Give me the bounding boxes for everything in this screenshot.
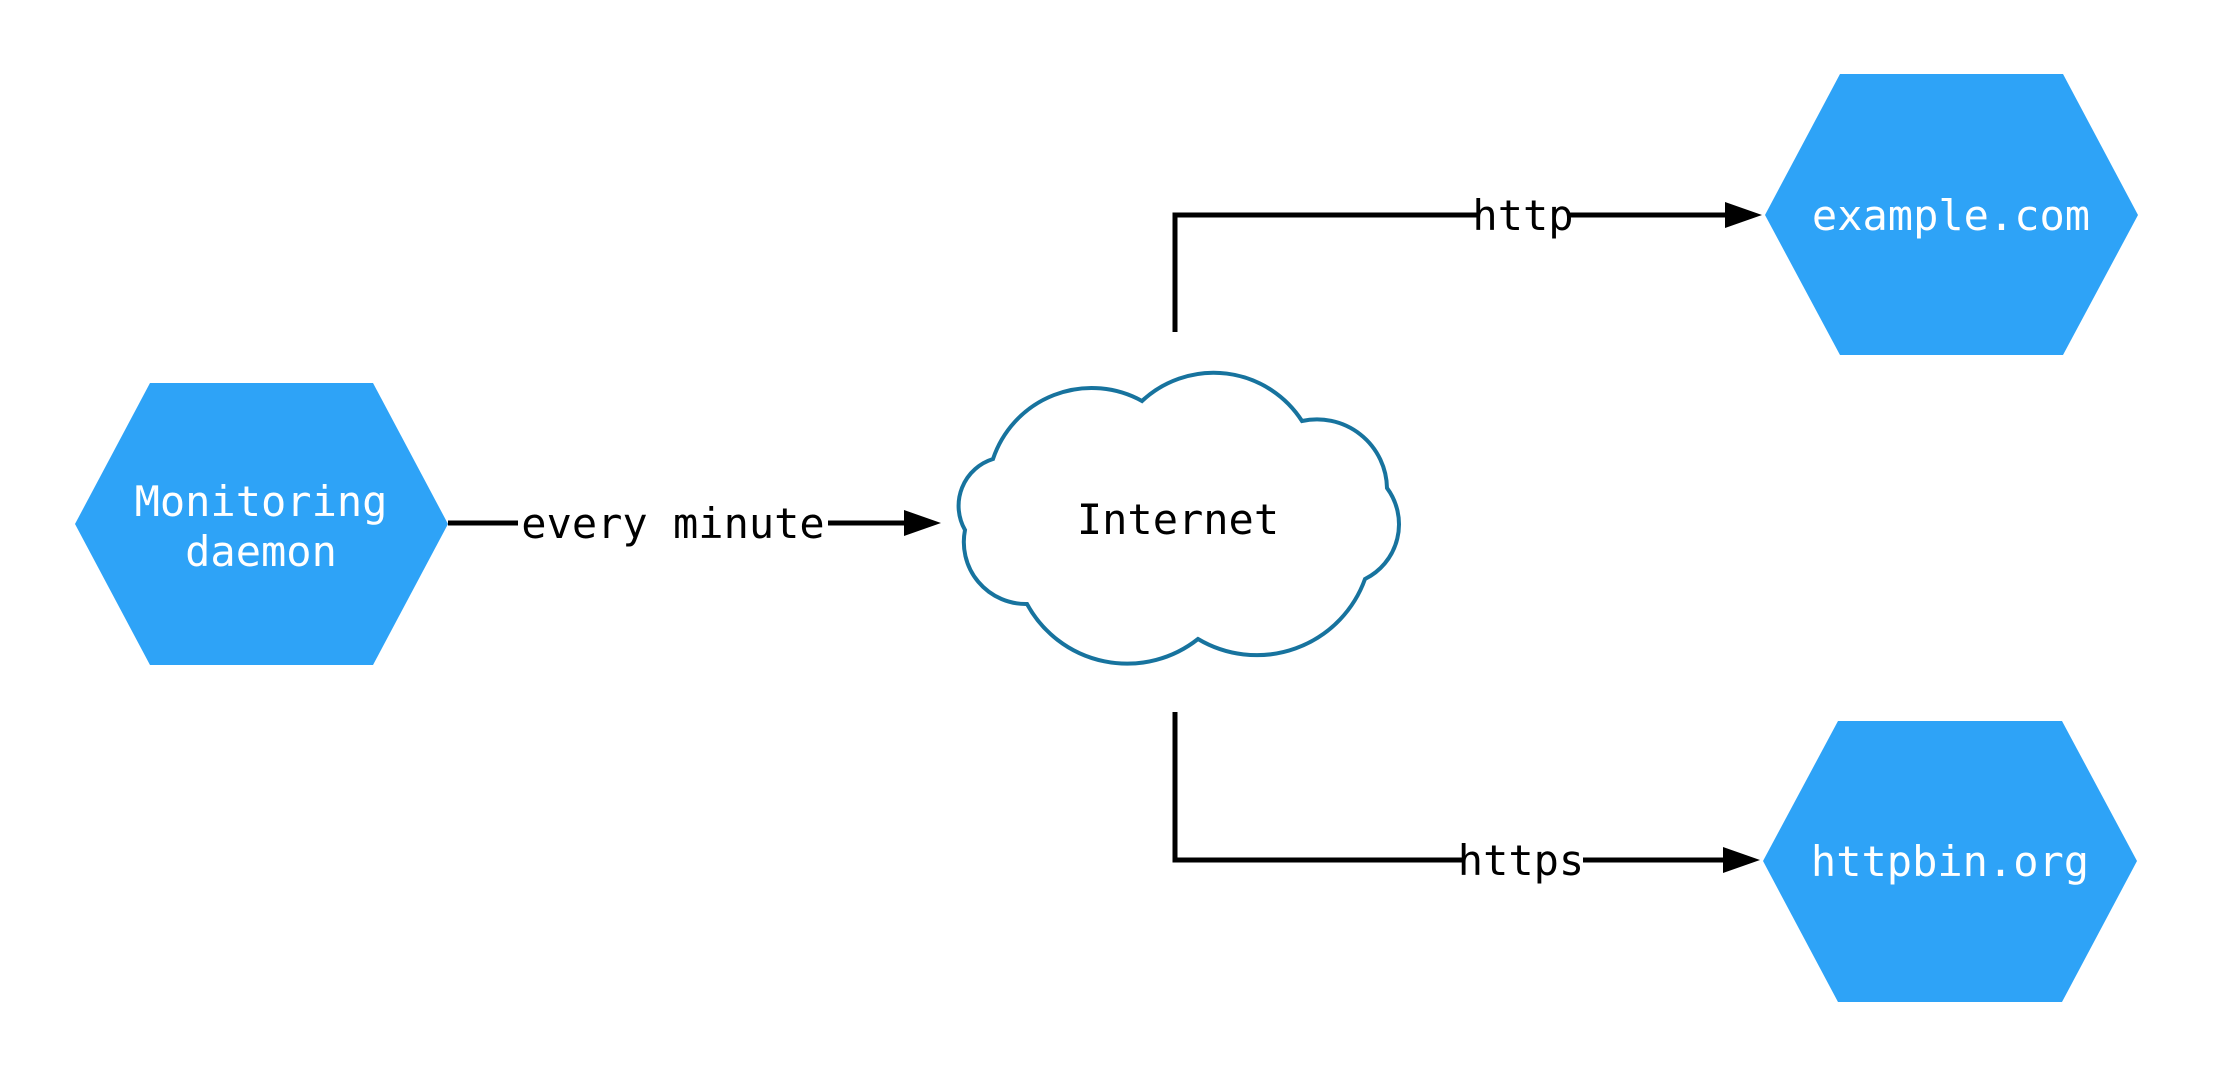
internet-label: Internet — [1077, 495, 1279, 544]
internet-cloud-shape — [956, 370, 1401, 666]
arrow-right-icon — [1725, 202, 1762, 228]
monitoring-daemon-label-line1: Monitoring — [135, 477, 388, 526]
httpbin-org-hexagon — [1763, 721, 2137, 1002]
node-httpbin-org: httpbin.org — [1763, 721, 2137, 1002]
example-com-label: example.com — [1812, 191, 2090, 240]
example-com-hexagon — [1765, 74, 2138, 355]
node-monitoring-daemon: Monitoring daemon — [75, 383, 448, 665]
edge-every-minute: every minute — [448, 499, 941, 548]
edge-label-http: http — [1472, 191, 1573, 240]
edge-label-https: https — [1458, 836, 1584, 885]
arrow-right-icon — [1723, 847, 1760, 873]
edge-label-every-minute: every minute — [521, 499, 824, 548]
arrow-right-icon — [904, 510, 941, 536]
httpbin-org-label: httpbin.org — [1811, 837, 2089, 886]
edge-http: http — [1172, 191, 1762, 332]
monitoring-daemon-label-line2: daemon — [185, 527, 337, 576]
node-example-com: example.com — [1765, 74, 2138, 355]
edge-https-elbow-line — [1172, 712, 1462, 863]
node-internet: Internet — [956, 370, 1401, 666]
edge-https: https — [1172, 712, 1760, 885]
monitoring-daemon-hexagon — [75, 383, 448, 665]
edge-http-elbow-line — [1172, 212, 1477, 332]
